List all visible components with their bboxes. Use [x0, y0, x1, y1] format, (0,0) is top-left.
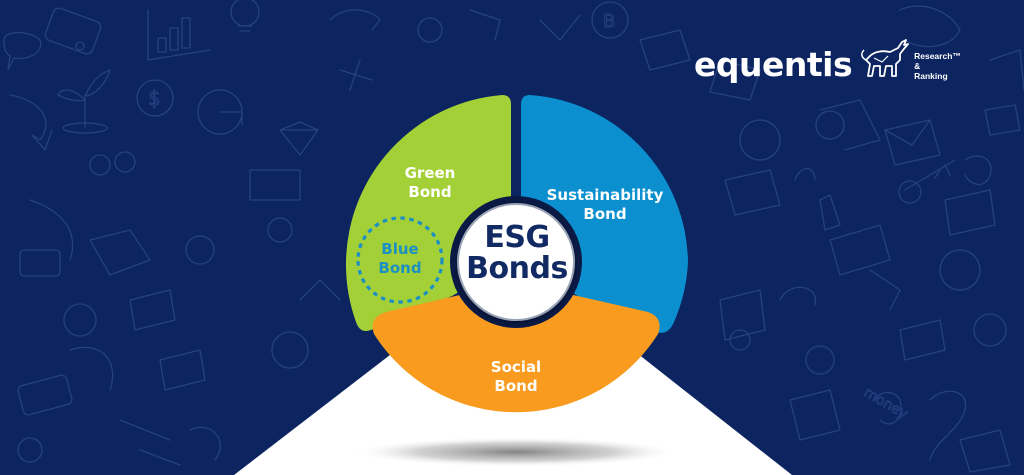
center-circle[interactable]	[457, 203, 575, 321]
label-blue-bond: Blue Bond	[378, 240, 422, 277]
tagline-ampersand: &	[914, 61, 921, 71]
label-green-bond: Green Bond	[404, 164, 456, 201]
blue-bond-dashed-circle	[356, 216, 444, 304]
brand-name: equentis	[694, 44, 853, 84]
label-sustainability-bond: Sustainability Bond	[546, 186, 664, 223]
brand-tagline: Research™ & Ranking	[914, 51, 961, 81]
svg-text:$: $	[148, 86, 161, 110]
tagline-ranking: Ranking	[914, 71, 948, 81]
bull-icon	[861, 39, 910, 77]
diagram-title: ESG Bonds	[460, 222, 574, 284]
segment-social-bond[interactable]	[372, 282, 660, 413]
title-line-bonds: Bonds	[466, 251, 568, 286]
label-social-bond: Social Bond	[490, 358, 542, 395]
tagline-research: Research™	[914, 51, 961, 61]
equentis-logo[interactable]: equentis Research™ & Ranking	[694, 39, 961, 84]
svg-text:B: B	[603, 11, 615, 32]
ground-shadow	[351, 437, 681, 467]
title-line-esg: ESG	[484, 220, 550, 255]
